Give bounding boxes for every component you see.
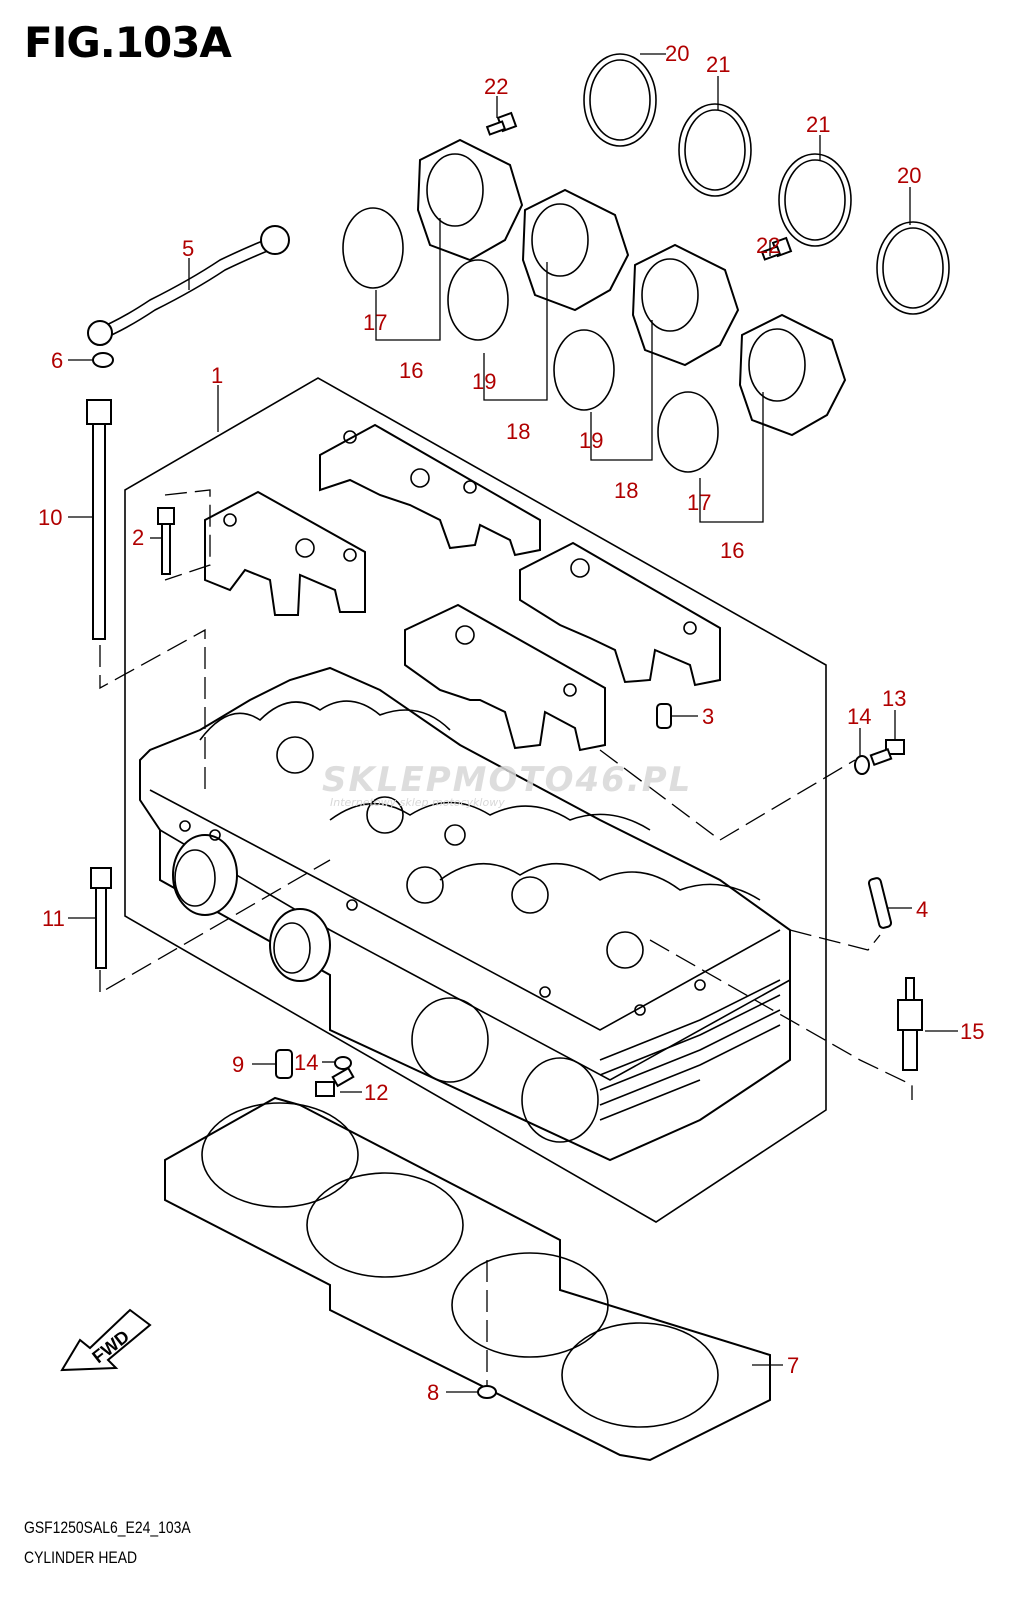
figure-title: FIG.103A [24,18,232,67]
washer-14-right [854,755,870,775]
callout-16-left: 16 [399,358,423,383]
o-ring-8 [477,1385,497,1399]
intake-pipe-4 [738,313,847,437]
spark-plug [897,977,923,1071]
washer-6 [92,352,114,368]
clamp-21-right [778,153,852,247]
callout-1: 1 [211,363,223,388]
callout-14-left: 14 [294,1050,318,1075]
callout-10: 10 [38,505,62,530]
watermark-subtext: Internetowy sklep motocyklowy [330,796,505,809]
screw-22-left [485,111,518,136]
callout-labels: 1 2 3 4 5 6 7 8 9 10 11 12 13 14 14 15 1… [38,41,984,1405]
camshaft-holder-4 [519,541,721,687]
callout-20-left: 20 [665,41,689,66]
clamp-21-left [678,103,752,197]
washer-14-left [334,1056,352,1070]
callout-14-right: 14 [847,704,871,729]
camshaft-holder-3 [404,603,606,752]
cylinder-head-bolt-short [90,867,112,969]
clamp-20-left [583,53,657,147]
camshaft-holder-1 [204,490,366,616]
breather-hose [87,225,290,346]
callout-6: 6 [51,348,63,373]
callout-7: 7 [787,1353,799,1378]
callout-9: 9 [232,1052,244,1077]
callout-11: 11 [42,906,65,931]
callout-4: 4 [916,897,928,922]
cylinder-head-gasket [164,1096,771,1462]
callout-22-right: 22 [756,233,780,258]
assembly-lines [99,489,913,1385]
o-ring-17-right [657,391,719,473]
o-ring-19-right [553,329,615,411]
o-ring-17-left [342,207,404,289]
intake-pipe-1 [416,138,524,262]
callout-2: 2 [132,525,144,550]
figure-caption: CYLINDER HEAD [24,1548,138,1567]
callout-21-left: 21 [706,52,730,77]
camshaft-holder-bolt [157,507,175,575]
callout-3: 3 [702,704,714,729]
dowel-pin-3 [656,703,672,729]
model-code: GSF1250SAL6_E24_103A [24,1518,191,1537]
callout-20-right: 20 [897,163,921,188]
leader-lines [68,53,958,1393]
callout-22-left: 22 [484,74,508,99]
intake-pipe-2 [521,188,630,312]
clamp-20-right [876,221,950,315]
cylinder-head [139,666,791,1162]
bolt-12 [315,1066,355,1097]
callout-15: 15 [960,1019,984,1044]
callout-17-right: 17 [687,490,711,515]
bolt-13 [869,739,905,767]
callout-18-left: 18 [506,419,530,444]
callout-8: 8 [427,1380,439,1405]
callout-21-right: 21 [806,112,830,137]
callout-18-right: 18 [614,478,638,503]
o-ring-19-left [447,259,509,341]
callout-19-right: 19 [579,428,603,453]
intake-pipe-3 [631,243,740,367]
callout-17-left: 17 [363,310,387,335]
callout-13: 13 [882,686,906,711]
camshaft-holder-2 [319,423,541,557]
fwd-arrow-icon [60,1308,152,1372]
callout-19-left: 19 [472,369,496,394]
callout-12: 12 [364,1080,388,1105]
dowel-pin-9 [275,1049,293,1079]
callout-5: 5 [182,236,194,261]
dowel-pin-4 [867,877,893,929]
watermark-logo: SKLEPMOTO46.PL [322,760,693,800]
callout-16-right: 16 [720,538,744,563]
cylinder-head-bolt-long [86,399,112,640]
cylinder-head-group-frame [124,377,827,1223]
